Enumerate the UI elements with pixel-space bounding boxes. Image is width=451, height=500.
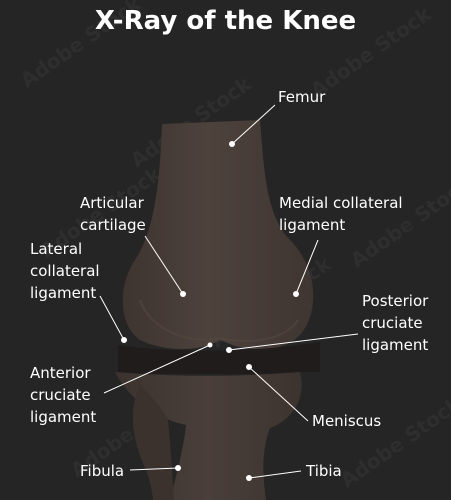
articular-cartilage-marker-dot [180,291,186,297]
label-femur: Femur [278,88,326,106]
fibula-leader-line [129,467,179,471]
label-posterior-cruciate-ligament: Posterior cruciate ligament [362,292,429,354]
label-anterior-cruciate-ligament: Anterior cruciate ligament [30,364,97,426]
label-meniscus: Meniscus [312,412,382,430]
femur-bone [122,120,314,350]
posterior-cruciate-leader-line [228,333,359,351]
label-lateral-collateral-ligament: Lateral collateral ligament [30,240,100,302]
tibia-bone [115,372,302,500]
medial-collateral-leader-line [295,239,319,295]
tibia-marker-dot [246,475,252,481]
label-medial-collateral-ligament: Medial collateral ligament [279,194,403,234]
meniscus-marker-dot [246,364,252,370]
fibula-marker-dot [175,465,181,471]
lateral-collateral-marker-dot [121,337,127,343]
femur-marker-dot [229,141,235,147]
anterior-cruciate-marker-dot [207,342,213,348]
joint-space [118,342,320,375]
leader-lines [99,104,359,479]
articular-cartilage-leader-line [144,235,184,295]
label-tibia: Tibia [306,462,342,480]
femur-leader-line [231,104,276,145]
meniscus-leader-line [248,366,309,422]
stock-id: #87193068 [0,393,2,446]
anterior-cruciate-leader-line [103,344,211,394]
tibia-leader-line [248,470,302,479]
fibula-bone [132,385,174,500]
label-articular-cartilage: Articular cartilage [80,194,146,234]
medial-collateral-marker-dot [293,291,299,297]
posterior-cruciate-marker-dot [226,347,232,353]
diagram-title: X-Ray of the Knee [94,6,357,36]
marker-dots [121,141,299,481]
femur-condyle-shade [139,299,299,342]
label-fibula: Fibula [80,462,125,480]
lateral-collateral-leader-line [99,295,125,341]
